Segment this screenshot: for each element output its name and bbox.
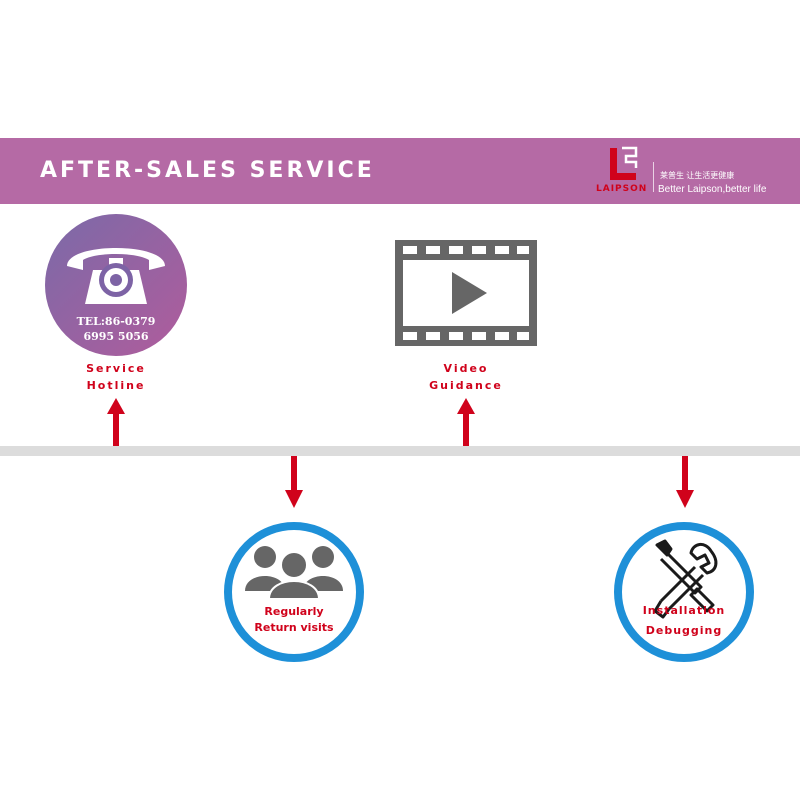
logo-chinese-slogan: 莱普生 让生活更健康 [660, 171, 735, 180]
laipson-logo-icon [610, 146, 638, 180]
telephone-icon [67, 248, 165, 304]
arrow-down-icon [676, 456, 694, 508]
page-title: AFTER-SALES SERVICE [40, 158, 375, 183]
arrow-up-icon [107, 398, 125, 446]
film-play-icon [395, 240, 537, 346]
return-visits-label: Regularly Return visits [254, 605, 334, 634]
return-visits-badge [224, 522, 364, 662]
video-guidance-label: Video Guidance [429, 362, 503, 392]
logo-slogan: Better Laipson,better life [658, 184, 767, 195]
brand-logo: LAIPSON 莱普生 让生活更健康 Better Laipson,better… [592, 146, 800, 198]
header-banner: AFTER-SALES SERVICE LAIPSON 莱普生 让生活更健康 B… [0, 138, 800, 204]
hotline-number: TEL:86-0379 6995 5056 [76, 315, 156, 343]
arrow-up-icon [457, 398, 475, 446]
wrench-screwdriver-icon [653, 539, 718, 619]
installation-label: Installation Debugging [642, 604, 726, 637]
service-hotline-label: Service Hotline [86, 362, 146, 392]
timeline-bar [0, 446, 800, 456]
people-group-icon [245, 546, 343, 600]
hotline-badge [45, 214, 187, 356]
logo-wordmark: LAIPSON [596, 184, 648, 194]
arrow-down-icon [285, 456, 303, 508]
installation-badge [614, 522, 754, 662]
logo-divider [653, 162, 654, 192]
